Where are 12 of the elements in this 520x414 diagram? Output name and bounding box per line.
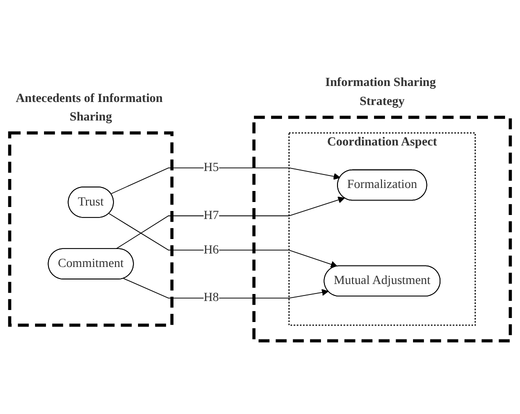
edge-label: H5 <box>204 160 219 174</box>
edge-label: H8 <box>204 290 219 304</box>
cluster <box>8 131 174 327</box>
cluster <box>252 116 512 342</box>
arrow <box>110 167 340 194</box>
edge-label: H7 <box>204 208 219 222</box>
node-label: Information Sharing Strategy <box>325 76 436 108</box>
edge-label: H6 <box>204 242 219 256</box>
arrow <box>115 196 345 250</box>
arrow <box>123 278 329 298</box>
node-label: Antecedents of Information Sharing <box>16 91 163 124</box>
arrow <box>108 212 338 268</box>
